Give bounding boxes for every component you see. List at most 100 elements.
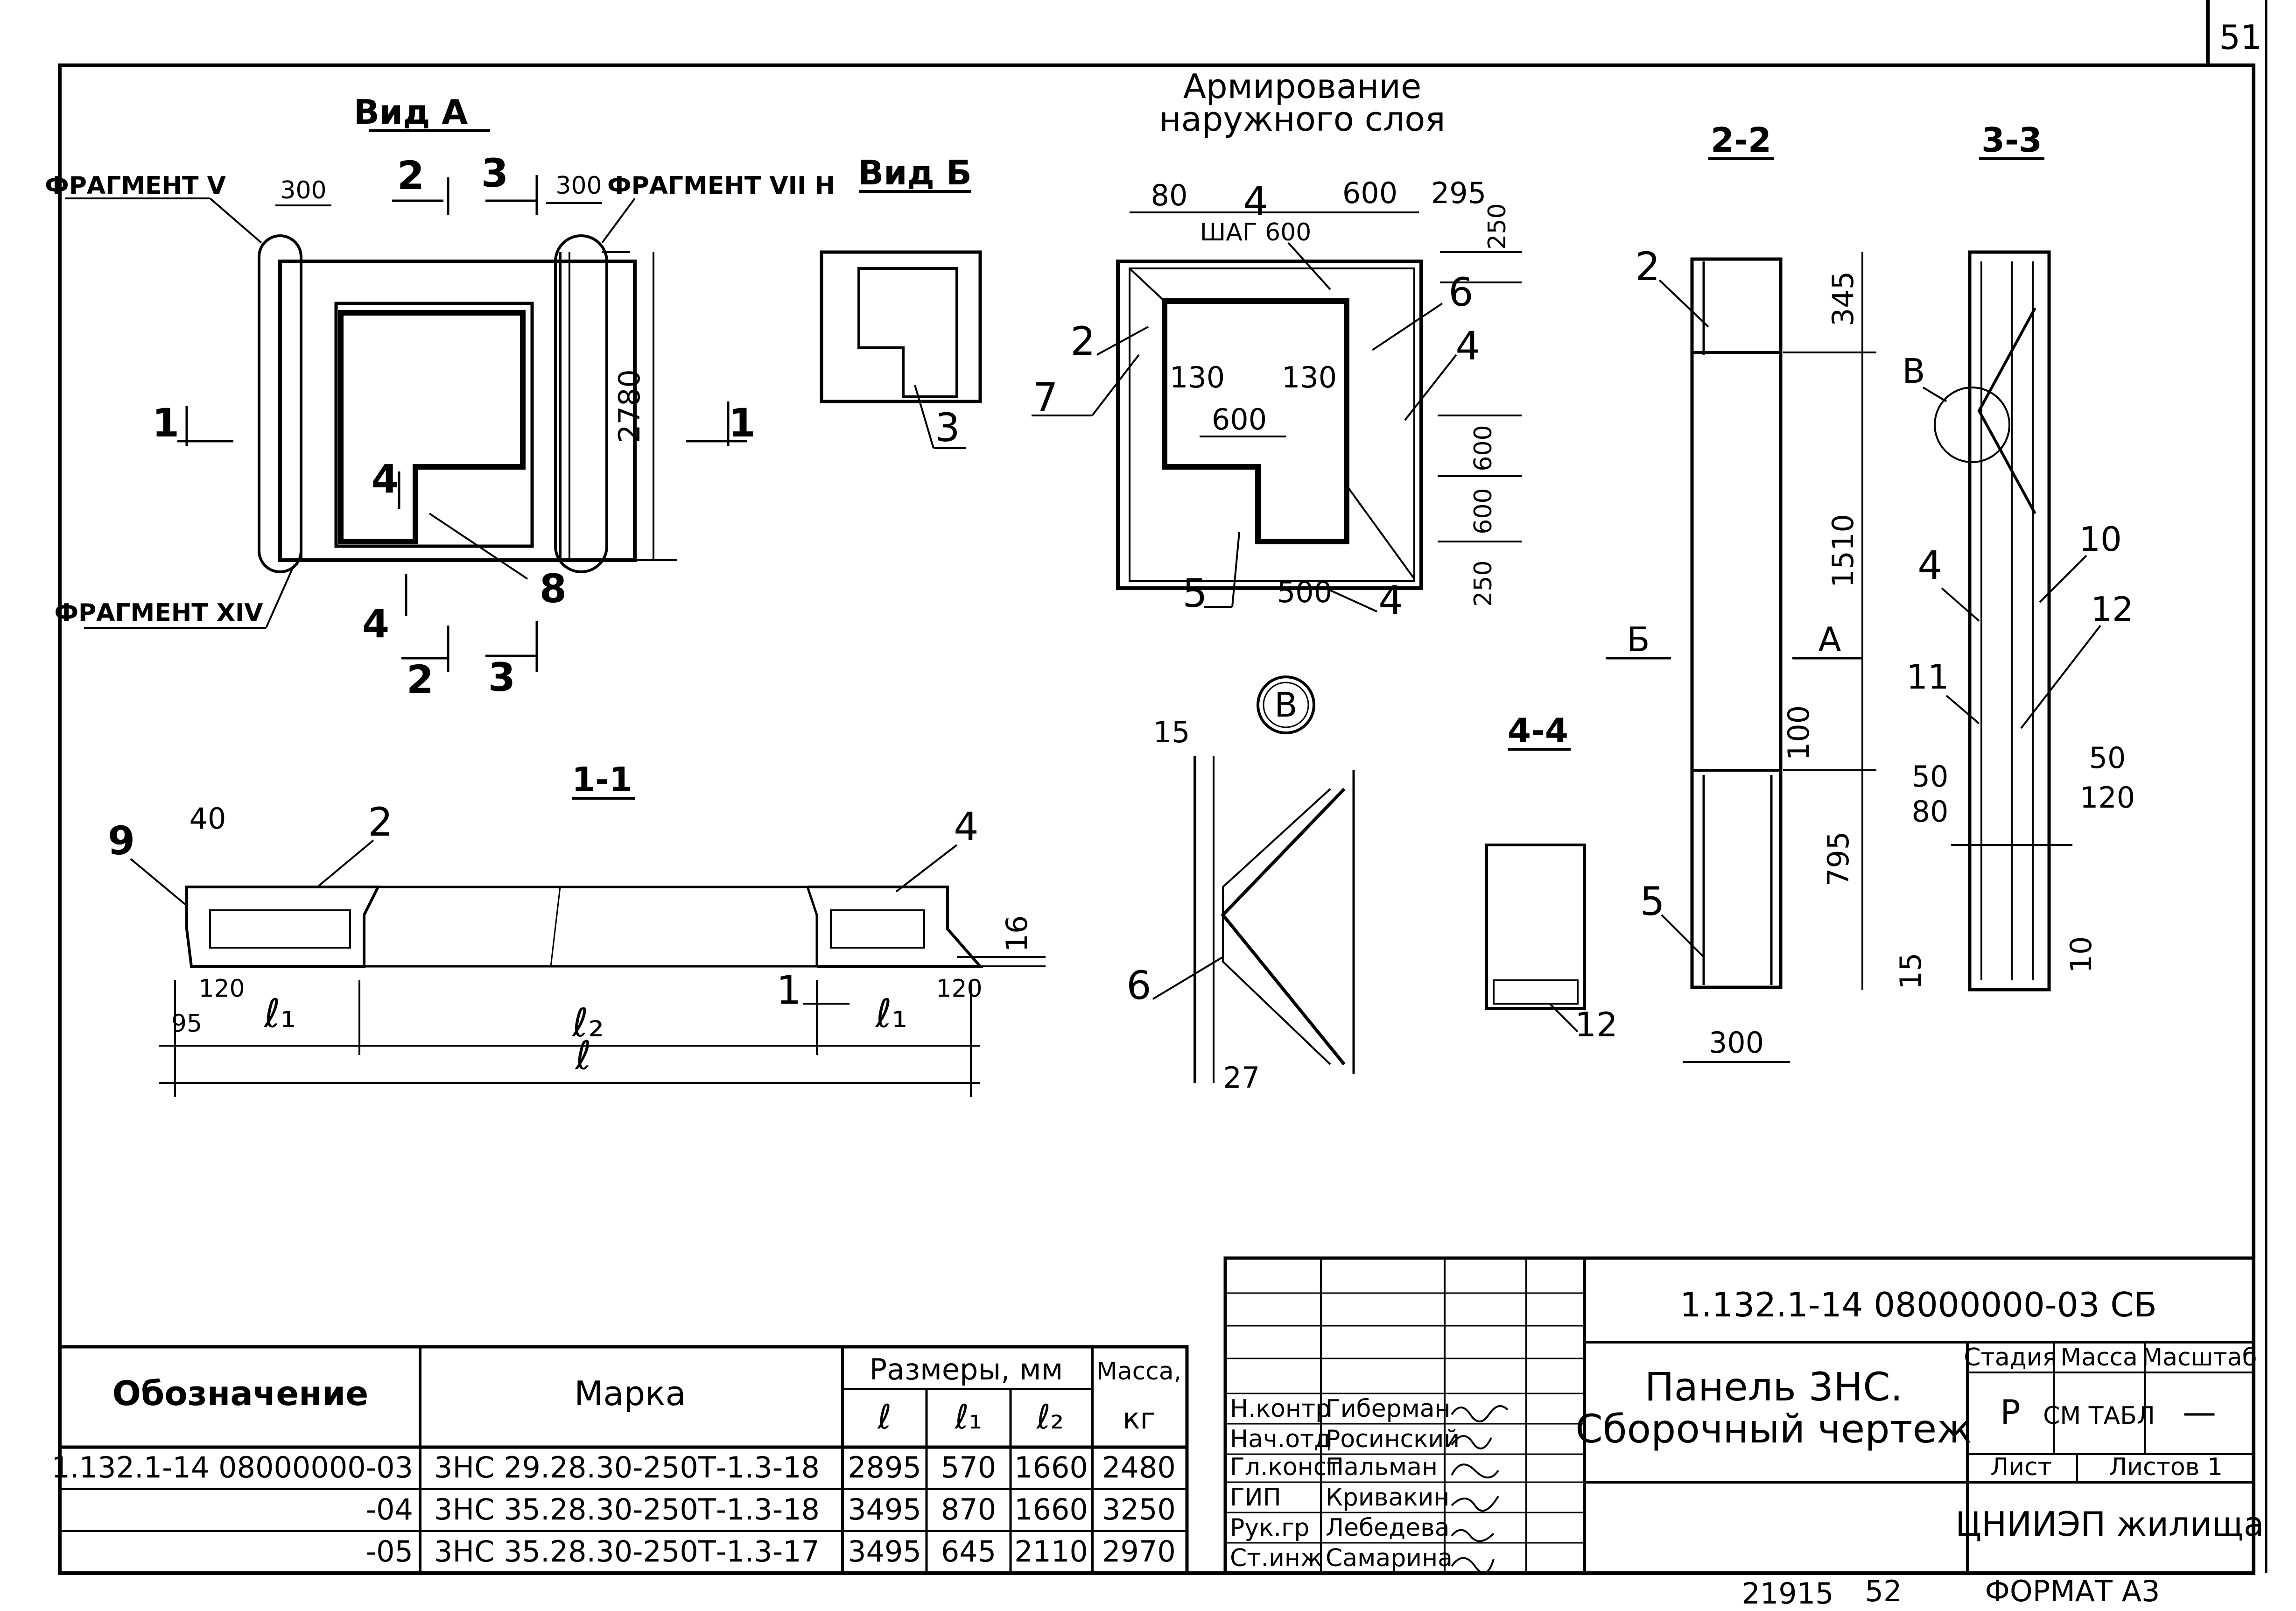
view-a: Вид А 2780 300 300 ФРАГМЕНТ V ФРАГМЕНТ V…: [45, 92, 835, 703]
detail-v-dim-27: 27: [1223, 1061, 1260, 1095]
spec-header-sizes: Размеры, мм: [870, 1352, 1063, 1386]
step-label: ШАГ 600: [1200, 218, 1312, 246]
staff-role-4: ГИП: [1230, 1484, 1281, 1512]
doc-code: 1.132.1-14 08000000-03 СБ: [1680, 1285, 2157, 1324]
bottom-page: 52: [1865, 1574, 1902, 1608]
mass-value: СМ ТАБЛ: [2043, 1402, 2155, 1430]
dim-130-left: 130: [1170, 360, 1225, 394]
sec33-dim-50-right: 50: [2089, 741, 2126, 775]
reinforcement-title-1: Армирование: [1183, 67, 1422, 106]
dim-2780: 2780: [612, 369, 646, 443]
sec11-dim-120-right: 120: [936, 975, 982, 1003]
spec-row-1-mass: 2480: [1102, 1450, 1176, 1484]
sec22-mark-2: 2: [1635, 244, 1660, 289]
bottom-info: 21915 52 ФОРМАТ А3: [1741, 1574, 2160, 1611]
mark-1-left: 1: [152, 400, 179, 446]
sec33-dim-80: 80: [1912, 795, 1949, 829]
spec-row-2-l2: 1660: [1014, 1492, 1088, 1527]
sec33-dim-120: 120: [2080, 781, 2135, 815]
dim-250-bottom: 250: [1469, 560, 1497, 606]
rebar-6: 6: [1448, 269, 1473, 315]
rebar-2: 2: [1070, 318, 1095, 364]
sec22-mark-b: Б: [1627, 620, 1650, 659]
sec33-mark-v: В: [1902, 352, 1925, 391]
spec-row-3-l: 3495: [848, 1534, 921, 1569]
staff-name-6: Самарина: [1326, 1544, 1453, 1572]
title-block: 1.132.1-14 08000000-03 СБ Панель 3НС. Сб…: [1223, 1256, 2264, 1575]
spec-table: Обозначение Марка Размеры, мм Масса, ℓ ℓ…: [52, 1345, 1189, 1575]
spec-header-l: ℓ: [877, 1397, 892, 1436]
org-name: ЦНИИЭП жилища: [1955, 1505, 2264, 1544]
spec-header-designation: Обозначение: [112, 1374, 368, 1413]
fragment-v-label: ФРАГМЕНТ V: [45, 172, 226, 200]
view-a-title: Вид А: [354, 92, 468, 132]
dim-600-top: 600: [1342, 176, 1397, 210]
dim-345: 345: [1826, 271, 1860, 326]
spec-row-3-l1: 645: [941, 1534, 996, 1569]
mark-8: 8: [540, 566, 567, 612]
sec33-dim-15: 15: [1894, 953, 1928, 990]
staff-role-1: Н.контр: [1230, 1395, 1331, 1423]
spec-row-1-l1: 570: [941, 1450, 996, 1484]
spec-header-l1: ℓ₁: [954, 1397, 983, 1436]
sheets-label: Листов 1: [2109, 1453, 2223, 1481]
detail-v-mark-6: 6: [1126, 963, 1151, 1008]
staff-name-2: Росинский: [1326, 1425, 1460, 1453]
spec-row-2-designation: -04: [366, 1492, 413, 1527]
dim-80: 80: [1151, 178, 1188, 212]
staff-role-6: Ст.инж: [1230, 1544, 1322, 1572]
spec-row-3-l2: 2110: [1014, 1534, 1088, 1569]
mark-4-bottom: 4: [362, 601, 389, 647]
dim-300-left: 300: [280, 176, 326, 204]
spec-row-2-mark: 3НС 35.28.30-250Т-1.3-18: [434, 1492, 820, 1527]
mark-3-top: 3: [481, 150, 508, 196]
spec-row-3-mass: 2970: [1102, 1534, 1176, 1569]
stage-value: Р: [2000, 1393, 2020, 1432]
signature: [1451, 1557, 1495, 1574]
sec33-mark-4: 4: [1917, 542, 1942, 588]
staff-name-5: Лебедева: [1326, 1514, 1450, 1542]
page-number: 51: [2219, 18, 2262, 57]
stage-header: Стадия: [1964, 1344, 2057, 1372]
dim-300-section: 300: [1709, 1026, 1764, 1060]
spec-header-mass-unit: кг: [1123, 1401, 1155, 1435]
fragment-xiv-label: ФРАГМЕНТ XIV: [54, 599, 263, 627]
spec-header-mark: Марка: [574, 1374, 686, 1413]
spec-header-l2: ℓ₂: [1036, 1397, 1064, 1436]
dim-100: 100: [1782, 705, 1816, 760]
dim-130-right: 130: [1282, 360, 1337, 394]
spec-row-3-designation: -05: [366, 1534, 413, 1569]
sec11-mark-2: 2: [368, 799, 393, 845]
title-line-2: Сборочный чертеж: [1575, 1406, 1972, 1452]
sec33-mark-10: 10: [2079, 520, 2122, 559]
dim-250-top: 250: [1483, 203, 1511, 249]
sec11-mark-1: 1: [776, 967, 801, 1013]
sec11-l1-left: ℓ₁: [263, 991, 296, 1036]
spec-row-1-l: 2895: [848, 1450, 921, 1484]
sheet-label: Лист: [1990, 1453, 2052, 1481]
sec11-l2: ℓ₂: [571, 1000, 604, 1046]
spec-row-2-l1: 870: [941, 1492, 996, 1527]
dim-300-right: 300: [555, 172, 602, 200]
rebar-4-bottom: 4: [1378, 577, 1403, 623]
rebar-5: 5: [1182, 570, 1207, 616]
sec33-dim-10: 10: [2064, 936, 2098, 973]
staff-role-2: Нач.отд: [1230, 1425, 1331, 1453]
signature: [1451, 1435, 1492, 1449]
section-1-1: 1-1 9 40 2 4 1 16 120 120 95 ℓ₁ ℓ₂ ℓ₁ ℓ: [108, 760, 1046, 1097]
signature: [1451, 1463, 1499, 1478]
sec11-dim-40: 40: [190, 802, 226, 836]
mark-4-top: 4: [372, 456, 399, 502]
mark-2-bottom: 2: [407, 657, 434, 703]
sec22-mark-a: А: [1818, 620, 1841, 659]
mark-3-view-b: 3: [935, 405, 960, 450]
dim-600-mid: 600: [1212, 402, 1267, 436]
spec-row-2-l: 3495: [848, 1492, 921, 1527]
staff-role-3: Гл.конст: [1230, 1453, 1341, 1481]
rebar-4-right: 4: [1455, 323, 1480, 369]
spec-row-3-mark: 3НС 35.28.30-250Т-1.3-17: [434, 1534, 820, 1569]
bottom-code: 21915: [1741, 1576, 1833, 1611]
signature: [1451, 1495, 1499, 1512]
scale-value: —: [2183, 1393, 2216, 1432]
